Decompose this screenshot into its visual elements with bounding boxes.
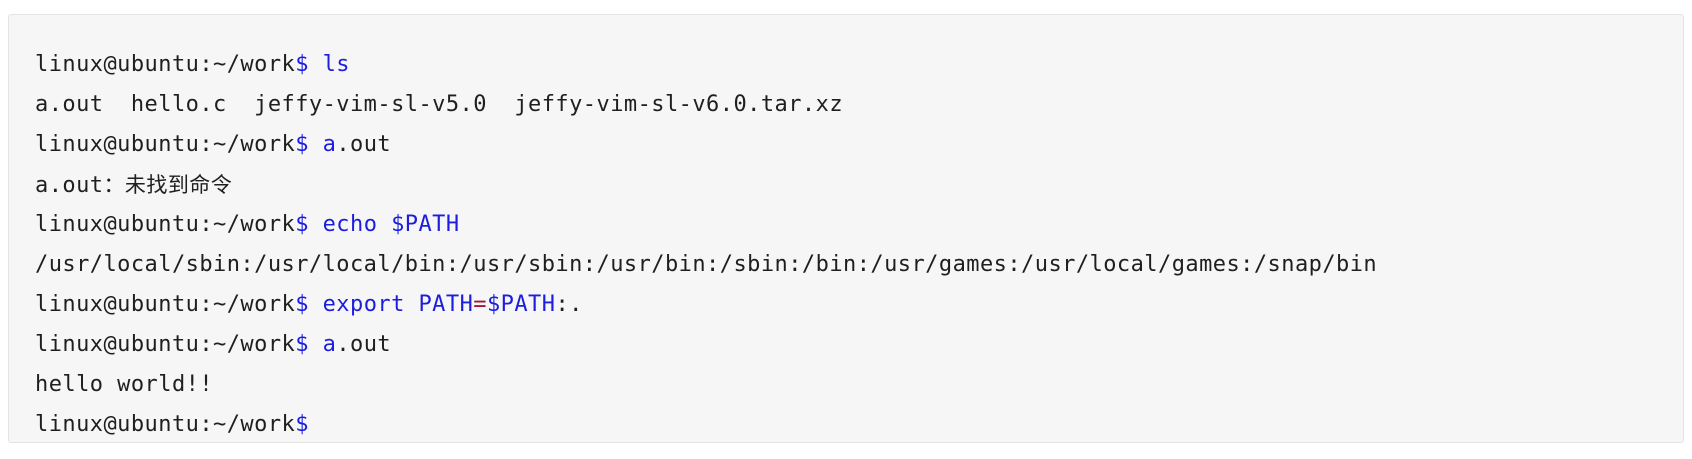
terminal-line-output: hello world!! — [35, 365, 1683, 405]
terminal-line-prompt: linux@ubuntu:~/work$ — [35, 405, 1683, 445]
terminal-line-prompt: linux@ubuntu:~/work$ ls — [35, 45, 1683, 85]
prompt: linux@ubuntu:~/work — [35, 332, 296, 357]
prompt: linux@ubuntu:~/work — [35, 132, 296, 157]
output-text: hello world!! — [35, 372, 214, 397]
terminal-code-block: linux@ubuntu:~/work$ ls a.out hello.c je… — [8, 14, 1684, 443]
prompt: linux@ubuntu:~/work — [35, 52, 296, 77]
command-text: .out — [336, 132, 392, 157]
prompt: linux@ubuntu:~/work — [35, 412, 296, 437]
assignment-operator: = — [473, 292, 487, 317]
terminal-line-prompt: linux@ubuntu:~/work$ a.out — [35, 125, 1683, 165]
output-text: a.out — [35, 173, 104, 198]
prompt-sigil: $ — [295, 132, 309, 157]
command-text: .out — [336, 332, 392, 357]
prompt: linux@ubuntu:~/work — [35, 292, 296, 317]
terminal-line-output: a.out：未找到命令 — [35, 165, 1683, 205]
prompt-sigil: $ — [295, 292, 309, 317]
command-text: a — [308, 132, 337, 157]
output-text: /usr/local/sbin:/usr/local/bin:/usr/sbin… — [35, 252, 1378, 277]
prompt-sigil: $ — [295, 332, 309, 357]
command-variable: $PATH — [486, 292, 556, 317]
terminal-line-prompt: linux@ubuntu:~/work$ export PATH=$PATH:. — [35, 285, 1683, 325]
command-text: export PATH — [308, 292, 474, 317]
output-error-text: ：未找到命令 — [103, 173, 233, 197]
terminal-line-prompt: linux@ubuntu:~/work$ echo $PATH — [35, 205, 1683, 245]
prompt-sigil: $ — [295, 212, 309, 237]
prompt-sigil: $ — [295, 52, 309, 77]
prompt: linux@ubuntu:~/work — [35, 212, 296, 237]
command-text: :. — [555, 292, 583, 317]
command-text: a — [308, 332, 337, 357]
output-text: a.out hello.c jeffy-vim-sl-v5.0 jeffy-vi… — [35, 92, 844, 117]
terminal-line-output: a.out hello.c jeffy-vim-sl-v5.0 jeffy-vi… — [35, 85, 1683, 125]
terminal-line-prompt: linux@ubuntu:~/work$ a.out — [35, 325, 1683, 365]
command-text: echo $PATH — [308, 212, 460, 237]
command-text: ls — [308, 52, 351, 77]
terminal-line-output: /usr/local/sbin:/usr/local/bin:/usr/sbin… — [35, 245, 1683, 285]
prompt-sigil: $ — [295, 412, 309, 437]
